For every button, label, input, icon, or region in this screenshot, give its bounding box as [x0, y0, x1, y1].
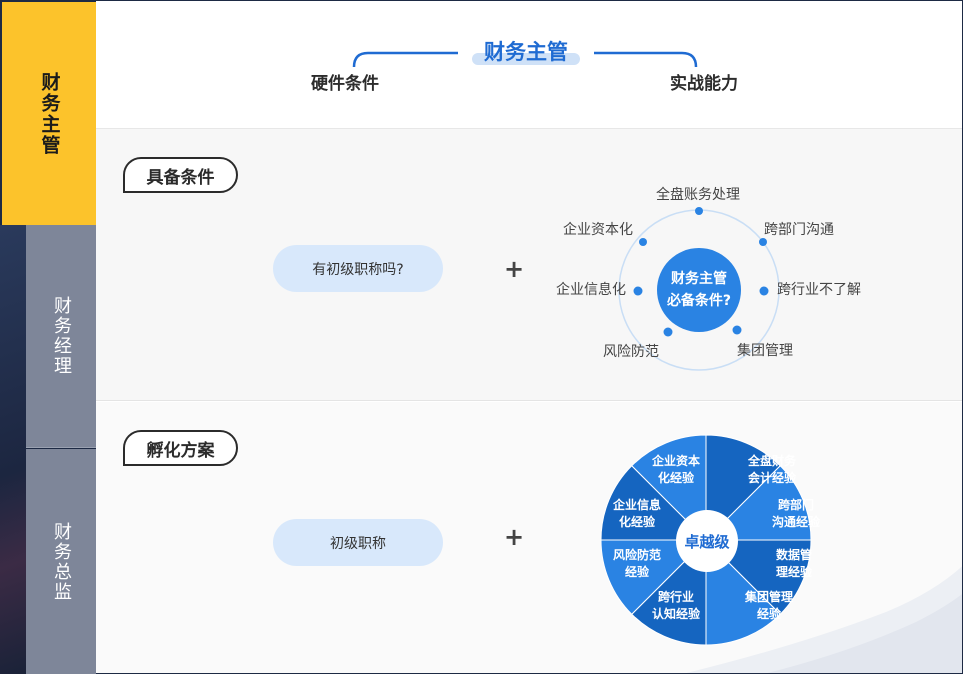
wheel-segment-data-management: 数据管 理经验 — [759, 547, 829, 581]
orbit-item-full-accounting: 全盘账务处理 — [656, 187, 740, 203]
requirements-tag: 具备条件 — [123, 157, 238, 193]
wheel-segment-full-accounting: 全盘财务 会计经验 — [737, 453, 807, 487]
sidebar-tab-finance-supervisor[interactable]: 财务主管 — [2, 2, 96, 225]
requirements-section: 具备条件 有初级职称吗? + 全盘账务处理 跨部门沟通 跨行业不了解 集团管理 … — [96, 128, 962, 401]
segment-line: 沟通经验 — [771, 515, 820, 529]
segment-line: 化经验 — [657, 471, 694, 485]
sidebar-tab-finance-manager[interactable]: 财务经理 — [26, 225, 96, 448]
wheel-segment-shape — [705, 434, 781, 542]
wheel-segment-shape — [600, 539, 708, 615]
wheel-segment-shape — [631, 434, 707, 542]
segment-line: 化经验 — [618, 515, 655, 529]
plus-sign: + — [504, 523, 525, 551]
junior-title-pill: 初级职称 — [273, 519, 443, 566]
sidebar-tab-label: 财务总监 — [51, 521, 72, 602]
practical-ability-label: 实战能力 — [670, 74, 738, 94]
wheel-segment-cross-industry: 跨行业 认知经验 — [641, 589, 711, 623]
segment-line: 认知经验 — [651, 607, 700, 621]
page-title: 财务主管 — [484, 40, 568, 64]
main-content: 财务主管 硬件条件 实战能力 具备条件 有初级职称吗? + 全盘账务处理 跨部门… — [96, 0, 963, 674]
wheel-segment-shape — [704, 465, 812, 541]
segment-line: 跨行业 — [657, 590, 694, 604]
center-line-1: 财务主管 — [671, 271, 727, 287]
segment-line: 数据管 — [775, 548, 812, 562]
hardware-conditions-label: 硬件条件 — [311, 74, 379, 94]
center-line-2: 必备条件? — [666, 293, 732, 309]
junior-title-question-pill: 有初级职称吗? — [273, 245, 443, 292]
wheel-segment-informatization: 企业信息 化经验 — [602, 497, 672, 531]
excellence-wheel — [600, 434, 812, 646]
left-background-strip — [0, 225, 26, 674]
wheel-segment-cross-department: 跨部门 沟通经验 — [761, 497, 831, 531]
segment-line: 跨部门 — [777, 498, 814, 512]
sidebar-tab-label: 财务主管 — [38, 71, 61, 156]
segment-line: 集团管理 — [744, 590, 793, 604]
segment-line: 企业信息 — [612, 498, 661, 512]
wheel-segment-shape — [631, 538, 707, 646]
wheel-segment-capitalization: 企业资本 化经验 — [641, 453, 711, 487]
requirements-center-circle: 财务主管 必备条件? — [657, 248, 741, 332]
orbit-item-capitalization: 企业资本化 — [563, 222, 633, 238]
header-title-highlight — [472, 53, 580, 65]
orbit-item-informatization: 企业信息化 — [556, 282, 626, 298]
header-bracket-lines — [352, 51, 698, 68]
plus-sign: + — [504, 255, 525, 283]
orbit-diagram — [618, 207, 780, 371]
wheel-segment-shape — [600, 465, 708, 541]
segment-line: 经验 — [624, 565, 649, 579]
incubation-section: 孵化方案 初级职称 + 全盘财务 会计经验 跨部门 沟通经验 数据管 理经验 集… — [96, 402, 962, 673]
wave-decoration — [686, 566, 962, 673]
sidebar-tab-finance-director[interactable]: 财务总监 — [26, 449, 96, 674]
segment-line: 企业资本 — [651, 454, 700, 468]
segment-line: 经验 — [756, 607, 781, 621]
orbit-item-cross-department: 跨部门沟通 — [764, 222, 834, 238]
header: 财务主管 硬件条件 实战能力 — [96, 1, 962, 127]
orbit-item-group-management: 集团管理 — [737, 343, 793, 359]
wheel-center-excellence: 卓越级 — [676, 510, 738, 572]
segment-line: 理经验 — [775, 565, 812, 579]
sidebar-tab-label: 财务经理 — [51, 296, 72, 376]
wheel-segment-group-management: 集团管理 经验 — [734, 589, 804, 623]
segment-line: 会计经验 — [747, 471, 796, 485]
wheel-segment-risk-prevention: 风险防范 经验 — [602, 547, 672, 581]
segment-line: 全盘财务 — [747, 454, 796, 468]
incubation-tag: 孵化方案 — [123, 430, 238, 466]
orbit-item-cross-industry: 跨行业不了解 — [777, 282, 861, 298]
segment-line: 风险防范 — [612, 548, 661, 562]
orbit-item-risk-prevention: 风险防范 — [603, 344, 659, 360]
